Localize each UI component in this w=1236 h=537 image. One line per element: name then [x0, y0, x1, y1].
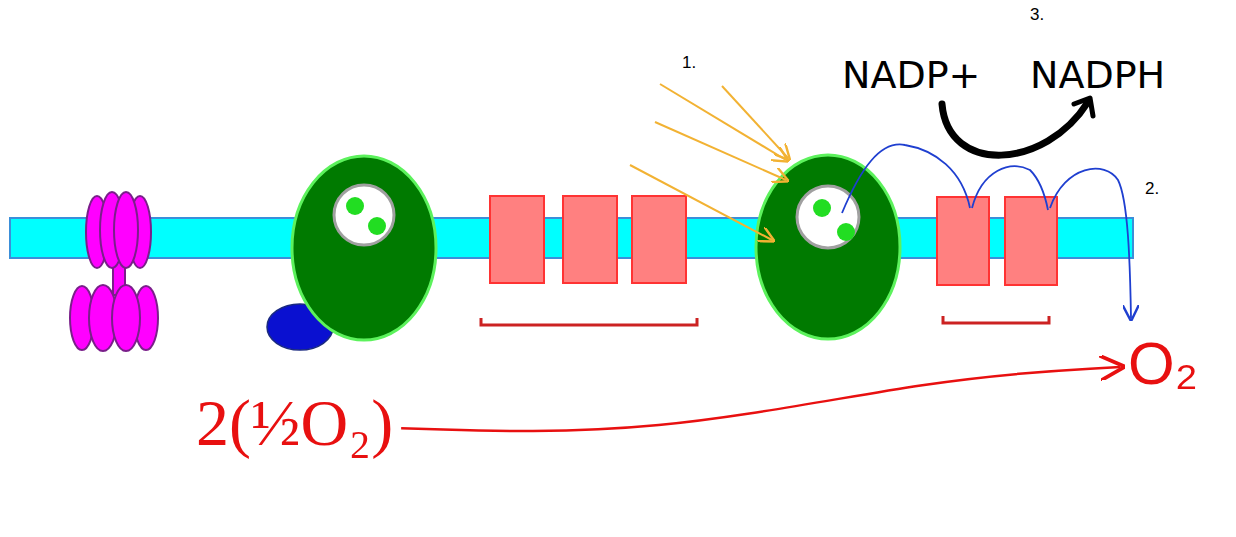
arrowhead	[1074, 98, 1093, 116]
molecule-label: 2(½O₂)	[196, 390, 393, 456]
ferredoxin-reductase	[937, 197, 1057, 285]
callout-number: 2.	[1145, 180, 1159, 197]
reaction-arrow	[401, 367, 1120, 431]
molecule-label: O₂	[1128, 334, 1198, 394]
callout-number: 3.	[1030, 6, 1044, 23]
electron-path	[842, 144, 1131, 318]
molecule-label: NADPH	[1030, 56, 1165, 94]
atp-synthase	[70, 192, 158, 351]
bracket	[943, 316, 1049, 323]
photosystem-i	[756, 155, 900, 339]
molecule-label: NADP+	[842, 56, 980, 94]
photosystem-ii	[292, 156, 436, 340]
light-rays	[630, 84, 788, 240]
bracket	[481, 318, 697, 325]
reduction-arrow	[942, 102, 1088, 155]
electron-carriers	[490, 196, 686, 283]
callout-number: 1.	[682, 54, 696, 71]
